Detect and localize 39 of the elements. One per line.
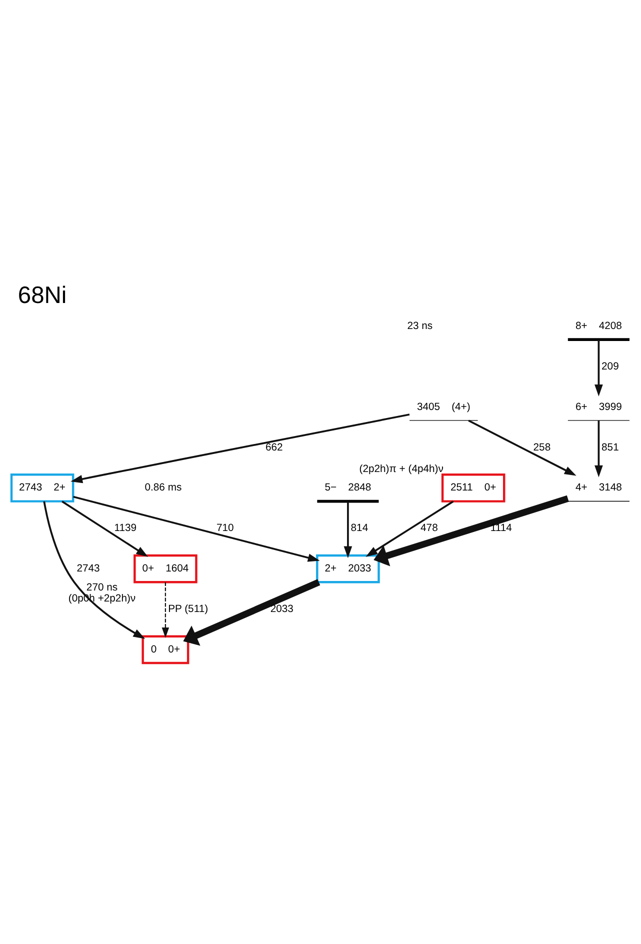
node-box: 0+ 1604: [134, 554, 198, 584]
edge-label: 258: [533, 442, 551, 454]
arrow: [43, 501, 146, 639]
edge-label: 851: [602, 442, 619, 454]
arrow: [594, 340, 603, 396]
arrow: [366, 500, 454, 557]
edge-label: 1139: [114, 523, 137, 534]
node-text: 4+ 3148: [575, 482, 622, 494]
node-text: 5− 2848: [324, 482, 372, 494]
edge-label: 814: [350, 523, 368, 534]
arrow: [62, 500, 148, 557]
node-text: 3405 (4+): [416, 402, 470, 413]
arrow: [183, 579, 320, 646]
label: 23 ns: [407, 320, 433, 332]
edge-label: 2743: [76, 564, 100, 575]
edge-label: 478: [420, 523, 438, 534]
node-label: (2p2h)π + (4p4h)ν: [359, 464, 444, 475]
node-text: 8+ 4208: [575, 320, 622, 332]
node-box: 2+ 2033: [316, 554, 380, 584]
node-box: 2511 0+: [441, 473, 506, 502]
arrow: [162, 582, 170, 638]
diagram-title: 68Ni: [18, 282, 67, 309]
edge-label: 710: [216, 523, 234, 534]
arrow: [468, 420, 576, 476]
edge-label: 209: [602, 361, 619, 372]
label: 0.86 ms: [144, 482, 182, 494]
node-box: 0 0+: [142, 635, 190, 664]
node-box: 2743 2+: [10, 473, 74, 502]
node-text: 6+ 3999: [575, 402, 622, 413]
edge-label: 662: [265, 442, 283, 454]
edge-label: 2033: [270, 604, 294, 615]
arrow: [374, 495, 569, 566]
edge-label: PP (511): [168, 604, 208, 615]
node-label: 270 ns: [86, 582, 118, 594]
arrow: [70, 414, 410, 484]
edge-label: 1114: [490, 523, 512, 534]
arrow: [344, 501, 352, 558]
arrow: [594, 420, 603, 478]
arrow: [73, 496, 320, 562]
